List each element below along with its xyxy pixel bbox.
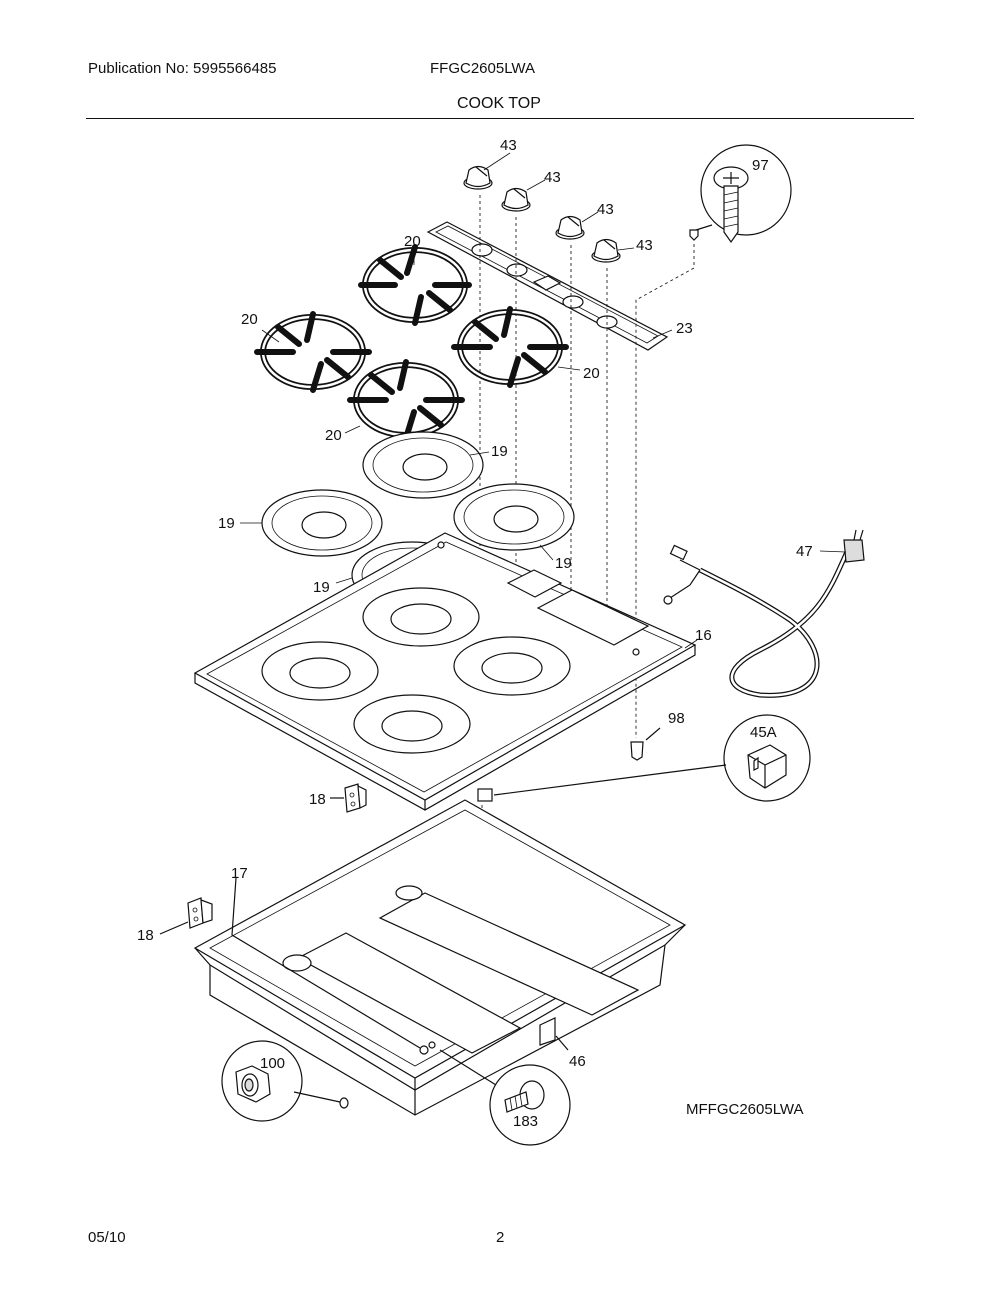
label-harness: 47	[796, 543, 813, 560]
leader-lines	[240, 152, 847, 649]
label-grate-2: 20	[241, 311, 258, 328]
clip	[630, 727, 661, 761]
label-clip: 98	[668, 710, 685, 727]
label-bowl-2: 19	[218, 515, 235, 532]
nut-detail	[221, 1040, 349, 1122]
grate-front-right	[347, 359, 465, 441]
screw-detail	[689, 144, 792, 244]
label-panel: 23	[676, 320, 693, 337]
label-hinge-2: 18	[137, 927, 154, 944]
label-grate-3: 20	[583, 365, 600, 382]
label-bowl-1: 19	[491, 443, 508, 460]
spark-wire	[231, 877, 436, 1055]
bowl-front-left	[261, 489, 383, 557]
label-wire: 17	[231, 865, 248, 882]
label-bowl-3: 19	[555, 555, 572, 572]
grate-front-left	[254, 311, 372, 393]
wire-harness	[663, 529, 865, 698]
label-top: 16	[695, 627, 712, 644]
bowl-back-right	[453, 483, 575, 551]
label-knob-1: 43	[500, 137, 517, 154]
label-stud: 183	[513, 1113, 538, 1130]
cooktop	[193, 532, 697, 811]
knob-2	[501, 187, 531, 212]
model-number: FFGC2605LWA	[430, 60, 536, 77]
grate-back-left	[358, 244, 472, 326]
burner-box	[193, 799, 687, 1116]
labels: 43 43 43 43 97 23 20 20 20 20 19 19 19 1…	[137, 137, 813, 1130]
label-grate-1: 20	[404, 233, 421, 250]
label-knob-4: 43	[636, 237, 653, 254]
hinge-upper	[330, 783, 367, 813]
label-nut: 100	[260, 1055, 285, 1072]
label-grate-4: 20	[325, 427, 342, 444]
label-screw: 97	[752, 157, 769, 174]
knob-4	[591, 238, 621, 263]
header-rule	[86, 118, 914, 119]
section-title: COOK TOP	[457, 95, 541, 112]
label-hinge-1: 18	[309, 791, 326, 808]
label-knob-2: 43	[544, 169, 561, 186]
page-number: 2	[496, 1229, 505, 1246]
knob-1	[463, 165, 493, 190]
publication-number: Publication No: 5995566485	[88, 60, 277, 77]
spark-module-detail	[477, 714, 811, 802]
grate-back-right	[451, 306, 569, 388]
label-spark-module: 45A	[750, 724, 777, 741]
bowl-back-left	[362, 431, 484, 499]
stud-detail	[439, 1049, 571, 1146]
hinge-lower	[159, 897, 213, 935]
knob-3	[555, 215, 585, 240]
label-box: 46	[569, 1053, 586, 1070]
label-bowl-4: 19	[313, 579, 330, 596]
diagram-code: MFFGC2605LWA	[686, 1101, 804, 1118]
label-knob-3: 43	[597, 201, 614, 218]
footer-date: 05/10	[88, 1229, 126, 1246]
